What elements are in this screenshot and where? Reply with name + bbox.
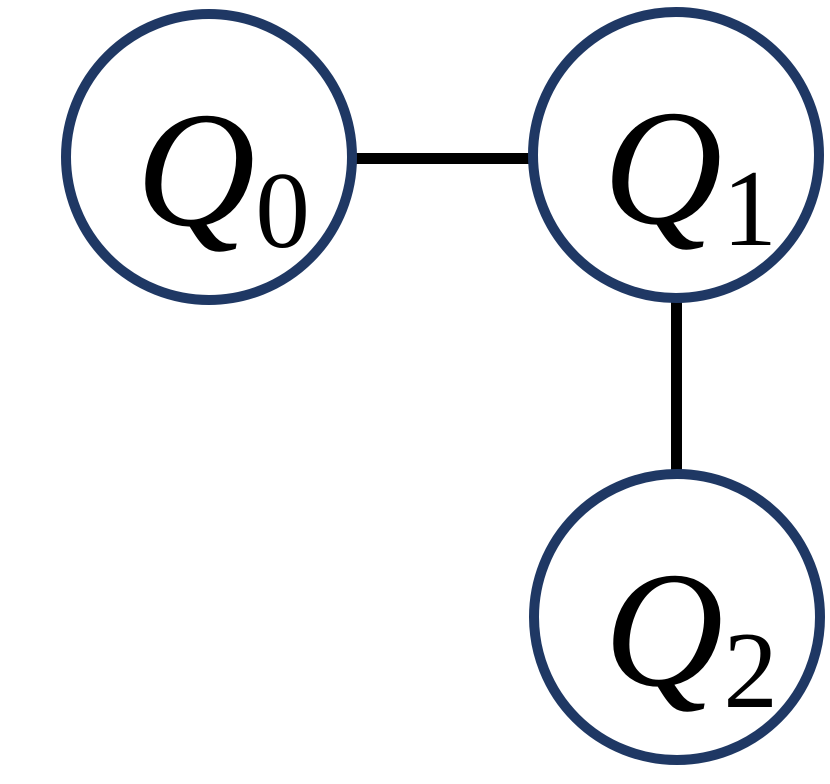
- node-q2: Q2: [529, 469, 825, 765]
- node-q1: Q1: [528, 7, 824, 303]
- node-q1-label-main: Q: [603, 76, 723, 260]
- node-q0-label-sub: 0: [255, 149, 310, 271]
- node-q1-label: Q1: [603, 85, 777, 263]
- node-q0-label-main: Q: [136, 78, 256, 262]
- edge-q0-q1: [348, 153, 536, 164]
- node-q0-label: Q0: [136, 87, 310, 265]
- node-q2-label-sub: 2: [723, 609, 778, 731]
- edge-q1-q2: [671, 296, 682, 472]
- node-q1-label-sub: 1: [722, 147, 777, 269]
- node-q2-label: Q2: [604, 547, 778, 725]
- node-q0: Q0: [61, 9, 357, 305]
- node-q2-label-main: Q: [604, 538, 724, 722]
